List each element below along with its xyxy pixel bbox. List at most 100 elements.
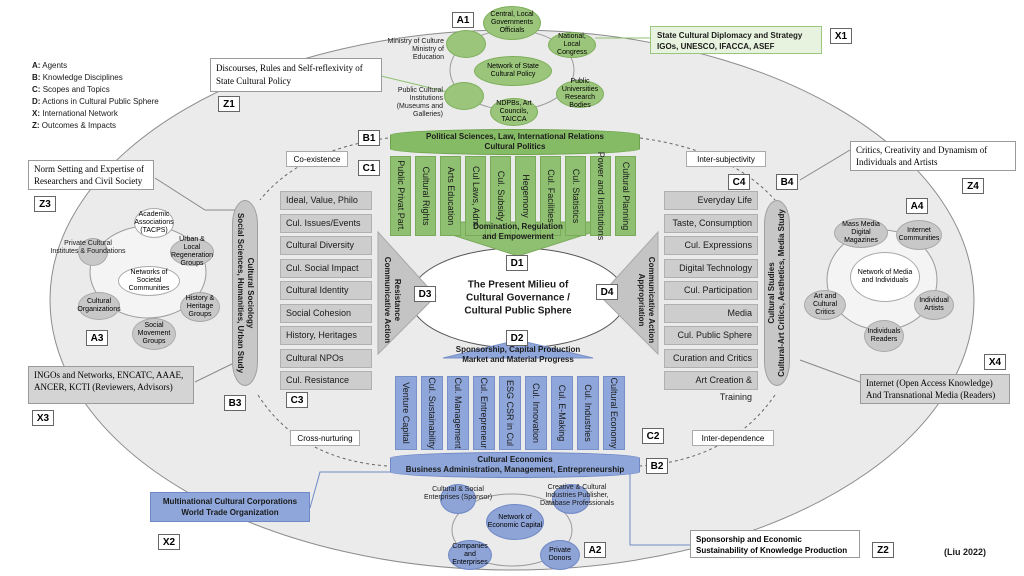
tag-c1: C1: [358, 160, 380, 176]
right-network-center: Network of Media and Individuals: [850, 252, 920, 302]
x4-line1: Internet (Open Access Knowledge): [866, 378, 993, 388]
x4-connector: [799, 359, 861, 383]
agent-label: Public Cultural Institutions (Museums an…: [396, 87, 443, 118]
tag-b2: B2: [646, 458, 668, 474]
z4-connector: [799, 149, 851, 181]
c1-topic-label: Arts Education: [445, 166, 456, 226]
c2-topic-label: Cul. Entrepreneur: [479, 377, 489, 449]
d2-arrow: [442, 339, 594, 359]
c1-topic-label: Power and Institutions: [595, 151, 606, 241]
d3-text: Resistance Communicative Action: [380, 250, 404, 350]
right-agent-node: Art and Cultural Critics: [804, 290, 846, 320]
x2-line2: World Trade Organization: [181, 508, 279, 517]
c2-topic-column: Cul. E-Making: [551, 376, 573, 450]
tag-b1: B1: [358, 130, 380, 146]
legend-key: Z:: [32, 121, 40, 130]
center-line3: Cultural Public Sphere: [464, 305, 572, 317]
z3-outcome-text: Norm Setting and Expertise of Researcher…: [34, 164, 144, 186]
tag-z2: Z2: [872, 542, 894, 558]
agent-label: Private Cultural Institutes & Foundation…: [50, 240, 126, 255]
c2-topic-label: Cul. E-Making: [557, 384, 567, 442]
legend-text: Scopes and Topics: [42, 85, 110, 94]
d1-line1: Domination, Regulation: [473, 222, 563, 231]
b4-line1: Cultural Studies: [767, 262, 776, 324]
agent-label: Cultural Organizations: [77, 298, 121, 313]
x1-international-box: State Cultural Diplomacy and Strategy IG…: [650, 26, 822, 54]
agent-label: Mass Media Digital Magazines: [842, 221, 880, 244]
c3-topic-item: Cultural Diversity: [280, 236, 372, 255]
agent-label: Cultural & Social Enterprises (Sponsor): [423, 486, 493, 501]
d3-arrow: [377, 230, 437, 356]
right-agent-node: Individuals Readers: [864, 320, 904, 352]
c4-topic-item: Everyday Life: [664, 191, 758, 210]
intersubjectivity-arc: [639, 137, 776, 201]
c4-topic-item: Cul. Public Sphere: [664, 326, 758, 345]
d4-line2: Appropriation: [637, 273, 646, 327]
agent-label: Internet Communities: [898, 227, 940, 242]
b1-line1: Political Sciences, Law, International R…: [426, 132, 604, 141]
d4-arrow: [599, 230, 659, 356]
tag-d1: D1: [506, 255, 528, 271]
top-agent-node: National, Local Congress: [548, 32, 596, 58]
agent-label: Companies and Enterprises: [452, 543, 488, 566]
c2-topic-column: Cul. Management: [447, 376, 469, 450]
c4-topic-item: Art Creation & Training: [664, 371, 758, 402]
c2-topic-column: Cul. Industries: [577, 376, 599, 450]
bottom-agent-node: [552, 484, 590, 514]
agent-label: Individuals Readers: [867, 328, 901, 343]
tag-d4: D4: [596, 284, 618, 300]
c1-topic-column: Power and Institutions: [590, 152, 611, 240]
x1-line1: State Cultural Diplomacy and Strategy: [657, 31, 803, 40]
c4-topic-item: Cul. Expressions: [664, 236, 758, 255]
c1-topic-label: Cul Laws, Adm: [470, 165, 481, 227]
legend-key: X:: [32, 109, 40, 118]
c1-topic-column: Cultural Rights: [415, 156, 436, 236]
tag-x1: X1: [830, 28, 852, 44]
legend-key: A:: [32, 61, 41, 70]
agent-label: Private Donors: [548, 547, 572, 562]
x3-international-box: INGOs and Networks, ENCATC, AAAE, ANCER,…: [28, 366, 194, 404]
x3-text: INGOs and Networks, ENCATC, AAAE, ANCER,…: [34, 370, 184, 392]
d3-line2: Communicative Action: [383, 256, 392, 344]
agent-label: Social Movement Groups: [137, 322, 171, 345]
x2-connector: [309, 471, 395, 509]
c1-topic-column: Cul. Subsidy: [490, 156, 511, 236]
center-line1: The Present Milieu of: [467, 279, 569, 291]
legend-key: C:: [32, 85, 41, 94]
agent-label: Individual Artists: [919, 297, 949, 312]
c3-topic-item: Social Cohesion: [280, 303, 372, 323]
top-agent-node: [446, 30, 486, 58]
crossnurturing-label: Cross-nurturing: [290, 430, 360, 446]
bottom-agent-label: Cultural & Social Enterprises (Sponsor): [420, 486, 496, 502]
interdependence-label: Inter-dependence: [692, 430, 774, 446]
z3-connector: [154, 177, 240, 211]
top-network-center-label: Network of State Cultural Policy: [487, 63, 539, 78]
top-agent-node: Public Universities Research Bodies: [556, 78, 604, 109]
agent-label: History & Heritage Groups: [185, 295, 215, 318]
left-agent-node: History & Heritage Groups: [180, 292, 220, 322]
z3-outcome-box: Norm Setting and Expertise of Researcher…: [28, 160, 154, 190]
z4-outcome-text: Critics, Creativity and Dynamism of Indi…: [856, 145, 988, 167]
x2-international-box: Multinational Cultural Corporations Worl…: [150, 492, 310, 522]
b4-line2: Cultural-Art Critics, Aesthetics, Media …: [777, 209, 786, 377]
tag-z1: Z1: [218, 96, 240, 112]
c2-topic-column: ESG CSR in Cul: [499, 376, 521, 450]
c2-topic-label: Cul. Management: [453, 377, 463, 449]
bottom-agent-node: [440, 484, 476, 514]
d2-text: Sponsorship, Capital Production Market a…: [456, 345, 580, 365]
agent-label: Central, Local Governments Officials: [490, 11, 534, 34]
tag-b4: B4: [776, 174, 798, 190]
agent-label: Ministry of Culture Ministry of Educatio…: [387, 38, 444, 61]
c1-topic-column: Public Privat Part.: [390, 156, 411, 236]
top-agent-label-left2: Public Cultural Institutions (Museums an…: [375, 87, 443, 119]
agent-label: Academic Associations (TACPS): [134, 211, 174, 234]
x4-line2: And Transnational Media (Readers): [866, 390, 996, 400]
agent-label: Art and Cultural Critics: [812, 293, 838, 316]
legend-text: Outcomes & Impacts: [41, 121, 117, 130]
legend-text: Actions in Cultural Public Sphere: [42, 97, 159, 106]
c2-topic-label: Cul. Industries: [583, 384, 593, 442]
c2-topic-column: Venture Capital: [395, 376, 417, 450]
d1-text: Domination, Regulation and Empowerment: [473, 222, 563, 242]
z4-outcome-box: Critics, Creativity and Dynamism of Indi…: [850, 141, 1016, 171]
